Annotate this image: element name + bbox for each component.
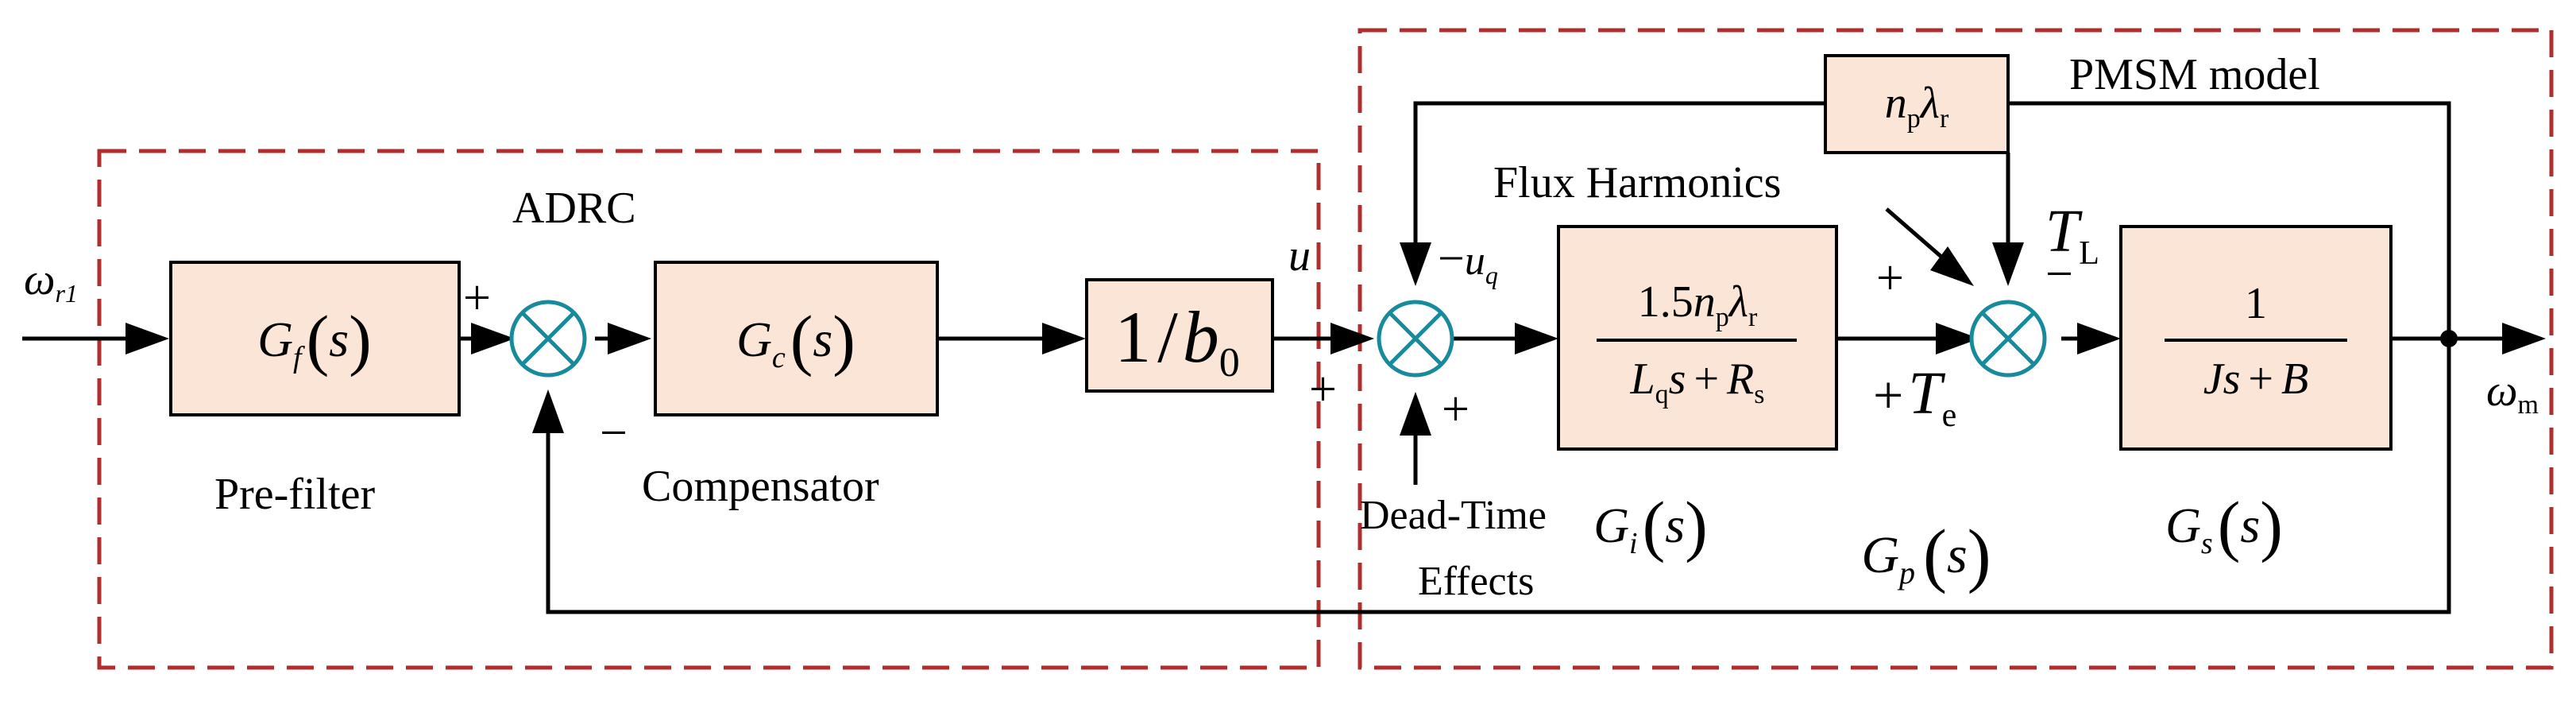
gp-caption: Gp(s) [1861,516,1991,594]
adrc-region-title: ADRC [512,184,636,233]
wire-flux-harmonics-to-sum3 [1885,207,1949,264]
flux-harmonics-caption: Flux Harmonics [1493,158,1781,207]
arrowhead [2077,323,2121,354]
arrowhead [126,323,169,354]
deadtime-caption-line1: Dead-Time [1360,493,1547,538]
compensator-transfer-function: Gc(s) [736,301,855,378]
sum-junction-1 [509,300,587,378]
mechanical-denominator: Js+B [2203,354,2308,404]
arrowhead [1930,246,1974,286]
mechanical-numerator: 1 [2245,279,2267,328]
gs-caption: Gs(s) [2165,487,2283,564]
deadtime-caption-line2: Effects [1418,559,1534,604]
arrowhead [1936,323,1979,354]
signal-wires [22,101,2510,614]
arrowhead [1400,242,1431,286]
wire-outer-feedback [546,339,2451,614]
compensator-block [654,261,939,416]
gain-block [1085,278,1274,393]
current-loop-numerator: 1.5npλr [1638,277,1758,332]
arrowhead [608,323,651,354]
pmsm-region-title: PMSM model [2069,50,2320,99]
gain-inverse-b0: 1/b0 [1114,296,1240,385]
current-loop-denominator: Lqs+Rs [1630,354,1765,409]
pmsm-model-region [1358,28,2554,670]
output-branch-point [2440,330,2458,347]
arrowheads [126,242,2546,436]
input-speed-label: ωr1 [24,255,78,308]
arrowhead [1400,392,1431,436]
load-torque-label: TL [2045,198,2099,272]
sum-junction-2 [1377,300,1454,378]
sum2-plus-bottom-sign: + [1442,382,1470,436]
gi-caption: Gi(s) [1593,487,1708,564]
arrowhead [532,389,564,433]
current-loop-block [1557,225,1838,451]
sum3-minus-sign: − [2045,247,2073,301]
mechanical-block [2119,225,2393,451]
prefilter-block [169,261,461,416]
wire-flux-feedback-right [2008,101,2451,339]
sum2-plus-left-sign: + [1309,362,1337,416]
arrowhead [2502,323,2546,354]
sum-junction-3 [1969,300,2047,378]
arrowhead [1515,323,1558,354]
electromagnetic-torque-label: +Te [1873,360,1956,434]
wire-flux-feedback-left [1413,101,1825,248]
adrc-region [97,149,1321,670]
prefilter-caption: Pre-filter [214,470,375,519]
output-speed-label: ωm [2486,366,2539,420]
uq-label: −uq [1438,232,1498,289]
flux-gain-block [1824,54,2010,154]
arrowhead [1042,323,1086,354]
arrowhead [1330,323,1374,354]
sum1-minus-sign: − [600,406,628,460]
control-signal-label: u [1288,231,1311,281]
sum1-plus-sign: + [463,271,491,325]
flux-gain-expression: npλr [1885,79,1949,134]
sum3-plus-top-sign: + [1876,251,1904,305]
arrowhead [471,323,515,354]
compensator-caption: Compensator [642,462,879,511]
prefilter-transfer-function: Gf(s) [257,301,372,378]
arrowhead [1992,242,2024,286]
